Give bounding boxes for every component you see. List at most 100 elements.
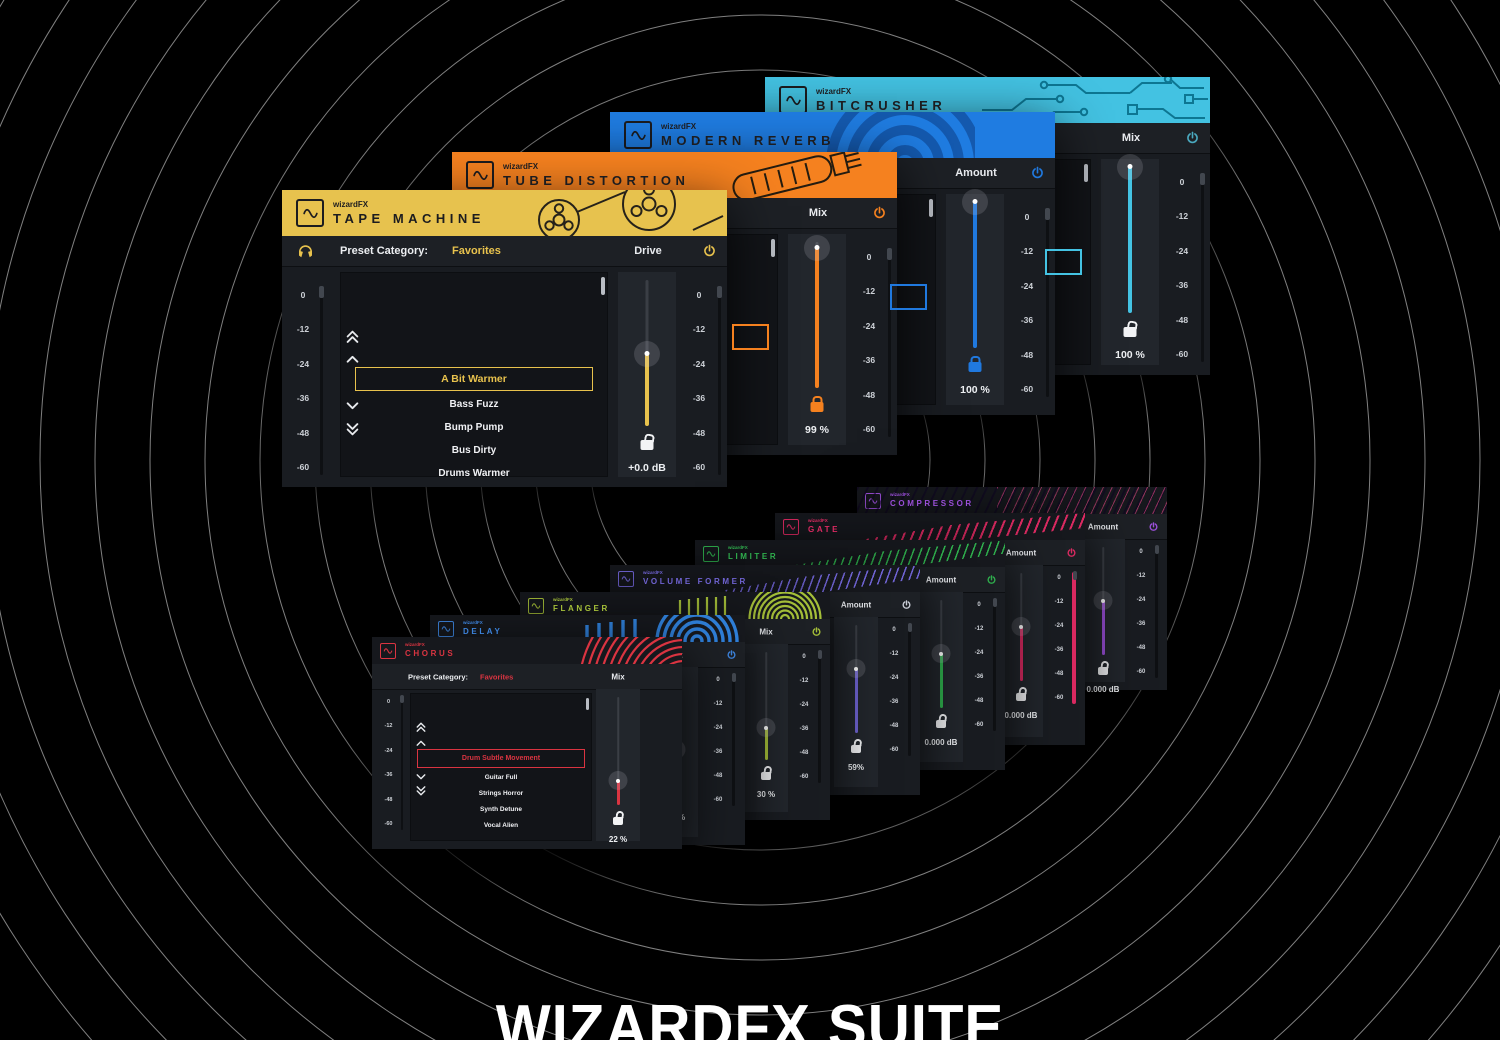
meter-tick-label: -24 [799, 702, 809, 708]
level-meter: 0-12-24-36-48-60 [1169, 173, 1205, 362]
meter-tick-label: -48 [1054, 671, 1064, 677]
preset-item[interactable]: Vocal Alien [483, 822, 519, 829]
power-icon[interactable] [726, 649, 737, 660]
power-icon[interactable] [1030, 166, 1045, 181]
meter-tick-label: -48 [1020, 349, 1034, 360]
power-icon[interactable] [702, 244, 717, 259]
preset-item[interactable]: Bass Fuzz [449, 399, 499, 410]
preset-selected[interactable]: Drum Subtle Movement [417, 749, 585, 768]
scrollbar[interactable] [929, 199, 933, 217]
amount-slider[interactable] [1019, 573, 1023, 681]
scroll-top-icon[interactable] [416, 722, 426, 732]
mix-label: Mix [611, 672, 625, 681]
preset-item[interactable]: Strings Horror [478, 790, 524, 797]
meter-tick-label: -24 [889, 675, 899, 681]
wizardfx-logo-icon [296, 199, 324, 227]
window-title: TAPE MACHINE [333, 211, 485, 226]
slider-value: 59% [847, 763, 864, 772]
amount-slider[interactable] [854, 625, 858, 733]
unlock-icon[interactable] [761, 772, 771, 780]
scrollbar[interactable] [601, 277, 605, 295]
scroll-down-icon[interactable] [416, 774, 426, 780]
mix-slider[interactable] [815, 242, 819, 388]
slider-column: 22 % [596, 689, 640, 844]
meter-tick-label: -24 [1175, 245, 1189, 256]
drive-slider[interactable] [645, 280, 649, 426]
toolbar: Preset Category: Favorites Drive [282, 236, 727, 267]
unlock-icon[interactable] [1098, 667, 1108, 675]
headphones-icon[interactable] [297, 243, 314, 260]
meter-tick-label: -12 [692, 324, 706, 335]
mix-slider[interactable] [1128, 167, 1132, 313]
preset-category-value[interactable]: Favorites [480, 672, 514, 681]
preset-selected[interactable]: A Bit Warmer [355, 367, 593, 391]
slider-column: 0.000 dB [919, 592, 963, 762]
power-icon[interactable] [1066, 547, 1077, 558]
meter-tick-label: -12 [296, 324, 310, 335]
scrollbar[interactable] [586, 698, 589, 710]
scroll-bottom-icon[interactable] [346, 423, 359, 436]
scroll-up-icon[interactable] [416, 740, 426, 746]
preset-item[interactable]: Guitar Full [484, 774, 518, 781]
unlock-icon[interactable] [1123, 327, 1137, 337]
meter-tick-label: -36 [1175, 280, 1189, 291]
meter-tick-label: -60 [1136, 669, 1146, 675]
brand-label: wizardFX [405, 642, 425, 648]
mix-slider[interactable] [616, 697, 620, 805]
power-icon[interactable] [901, 599, 912, 610]
scrollbar[interactable] [1084, 164, 1088, 182]
mix-slider[interactable] [764, 652, 768, 760]
power-icon[interactable] [872, 206, 887, 221]
meter-tick-label: -12 [1020, 246, 1034, 257]
unlock-icon[interactable] [613, 817, 623, 825]
unlock-icon[interactable] [1016, 693, 1026, 701]
meter-tick-label: -12 [713, 701, 723, 707]
window-header: wizardFX CHORUS [372, 637, 682, 664]
preset-item[interactable]: Drums Warmer [438, 468, 510, 479]
unlock-icon[interactable] [640, 440, 654, 450]
meter-tick-label: -36 [862, 355, 876, 366]
power-icon[interactable] [811, 626, 822, 637]
level-meter-signal: 0-12-24-36-48-60 [1049, 571, 1077, 704]
wizardfx-logo-icon [528, 597, 544, 614]
meter-tick-label: -36 [296, 393, 310, 404]
power-icon[interactable] [1185, 131, 1200, 146]
toolbar: Preset Category: Favorites Mix [372, 664, 682, 690]
slider-value: 100 % [1115, 349, 1145, 361]
window-tape-machine: wizardFX TAPE MACHINE Preset Category: F… [282, 190, 727, 487]
amount-slider[interactable] [939, 600, 943, 708]
scrollbar[interactable] [771, 239, 775, 257]
unlock-icon[interactable] [936, 720, 946, 728]
meter-tick-label: 0 [1139, 549, 1143, 555]
preset-category-value[interactable]: Favorites [452, 245, 501, 257]
scroll-up-icon[interactable] [346, 355, 359, 363]
amount-label: Amount [955, 167, 997, 179]
meter-tick-label: -36 [1136, 621, 1146, 627]
meter-tick-label: -12 [384, 723, 393, 730]
reverb-rings-illustration [826, 112, 975, 158]
meter-tick-label: -48 [799, 750, 809, 756]
preset-item[interactable]: Bus Dirty [451, 445, 497, 456]
amount-slider[interactable] [973, 202, 977, 348]
lock-icon[interactable] [968, 356, 982, 372]
level-meter: 0-12-24-36-48-60 [292, 286, 324, 475]
power-icon[interactable] [986, 574, 997, 585]
window-title: GATE [808, 524, 841, 534]
scroll-top-icon[interactable] [346, 330, 359, 343]
meter-tick-label: 0 [866, 252, 872, 262]
scroll-bottom-icon[interactable] [416, 786, 426, 796]
level-meter: 0-12-24-36-48-60 [969, 598, 997, 731]
arcs-decoration [580, 637, 682, 664]
scroll-down-icon[interactable] [346, 402, 359, 410]
meter-tick-label: -12 [889, 651, 899, 657]
meter-tick-label: -60 [1020, 383, 1034, 394]
preset-item[interactable]: Synth Detune [480, 806, 522, 813]
preset-item[interactable]: Bump Pump [444, 422, 504, 433]
window-header: wizardFX VOLUME FORMER [610, 565, 920, 592]
power-icon[interactable] [1148, 521, 1159, 532]
amount-slider[interactable] [1101, 547, 1105, 655]
lock-icon[interactable] [810, 396, 824, 412]
unlock-icon[interactable] [851, 745, 861, 753]
